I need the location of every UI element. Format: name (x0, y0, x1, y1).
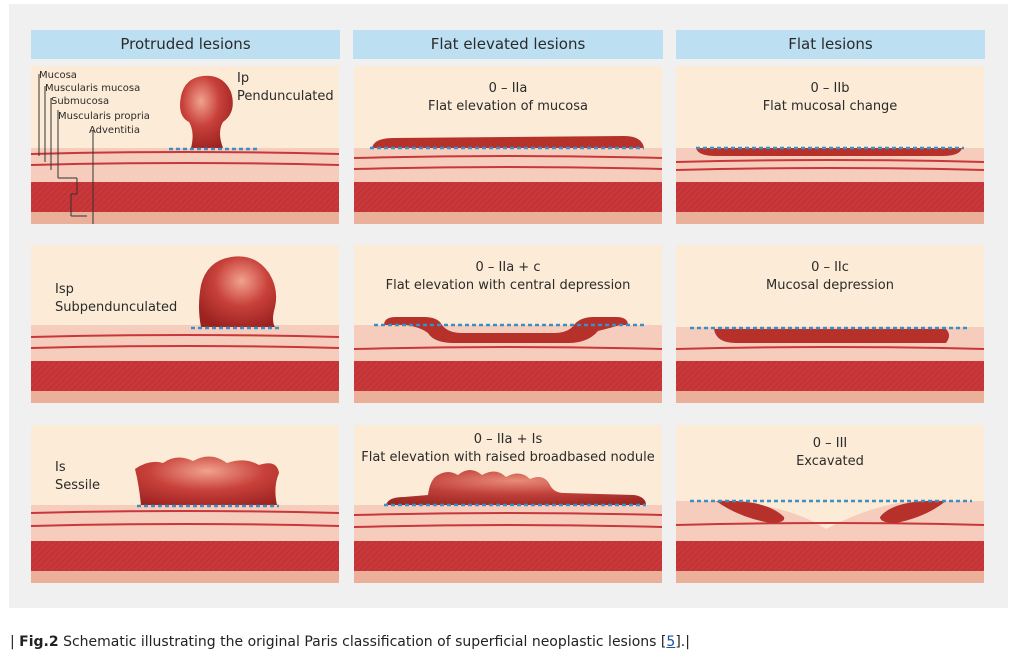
panel-isp-illustration (31, 245, 339, 403)
layer-label-submucosa: Submucosa (51, 96, 110, 107)
iic-name: Mucosal depression (766, 278, 894, 293)
panel-0-iia-illustration (354, 66, 662, 224)
iia-name: Flat elevation of mucosa (428, 99, 588, 114)
panel-0-iia-is: 0 – IIa + Is Flat elevation with raised … (354, 425, 662, 583)
header-protruded-lesions: Protruded lesions (31, 30, 340, 59)
panel-0-iic: 0 – IIc Mucosal depression (676, 245, 984, 403)
iic-code: 0 – IIc (811, 260, 849, 275)
panel-is: Is Sessile (31, 425, 339, 583)
layer-label-muscularis-mucosa: Muscularis mucosa (45, 83, 141, 94)
iii-name: Excavated (796, 454, 864, 469)
isp-name: Subpenduncu­lated (55, 300, 178, 315)
iia-code: 0 – IIa (488, 81, 528, 96)
caption-text: Schematic illustrating the original Pari… (58, 634, 667, 650)
panel-ip: Mucosa Muscularis mucosa Submucosa Muscu… (31, 66, 339, 224)
panel-0-iia-is-illustration (354, 425, 662, 583)
is-code: Is (55, 460, 66, 475)
iiais-name: Flat elevation with raised broadbased no… (361, 450, 655, 465)
iiac-name: Flat elevation with central depression (385, 278, 631, 293)
panel-ip-illustration (31, 66, 339, 224)
iii-code: 0 – III (812, 436, 848, 451)
is-name: Sessile (55, 478, 101, 493)
panel-0-iic-illustration (676, 245, 984, 403)
ip-name: Penduncu­lated (237, 89, 334, 104)
panel-0-iia-c: 0 – IIa + c Flat elevation with central … (354, 245, 662, 403)
figure-caption: | Fig.2 Schematic illustrating the origi… (10, 634, 690, 650)
caption-label: Fig.2 (19, 634, 59, 650)
panel-0-iii: 0 – III Excavated (676, 425, 984, 583)
panel-0-iii-illustration (676, 425, 984, 583)
layer-label-mucosa: Mucosa (39, 70, 77, 81)
iib-code: 0 – IIb (810, 81, 850, 96)
iib-name: Flat mucosal change (762, 99, 898, 114)
caption-reference-link[interactable]: 5 (666, 634, 676, 650)
panel-0-iia-c-illustration (354, 245, 662, 403)
ip-code: Ip (237, 71, 250, 86)
caption-suffix: ].| (675, 634, 690, 650)
panel-is-illustration (31, 425, 339, 583)
panel-isp: Isp Subpenduncu­lated (31, 245, 339, 403)
iiac-code: 0 – IIa + c (475, 260, 541, 275)
panel-0-iib: 0 – IIb Flat mucosal change (676, 66, 984, 224)
panel-0-iia: 0 – IIa Flat elevation of mucosa (354, 66, 662, 224)
caption-prefix: | (10, 634, 20, 650)
isp-code: Isp (55, 282, 74, 297)
header-flat-elevated-lesions: Flat elevated lesions (353, 30, 663, 59)
layer-label-adventitia: Adventitia (89, 125, 140, 136)
header-flat-lesions: Flat lesions (676, 30, 985, 59)
panel-0-iib-illustration (676, 66, 984, 224)
layer-label-muscularis-propria: Muscularis propria (58, 111, 150, 122)
iiais-code: 0 – IIa + Is (473, 432, 543, 447)
figure: Protruded lesions Flat elevated lesions … (9, 4, 1008, 608)
